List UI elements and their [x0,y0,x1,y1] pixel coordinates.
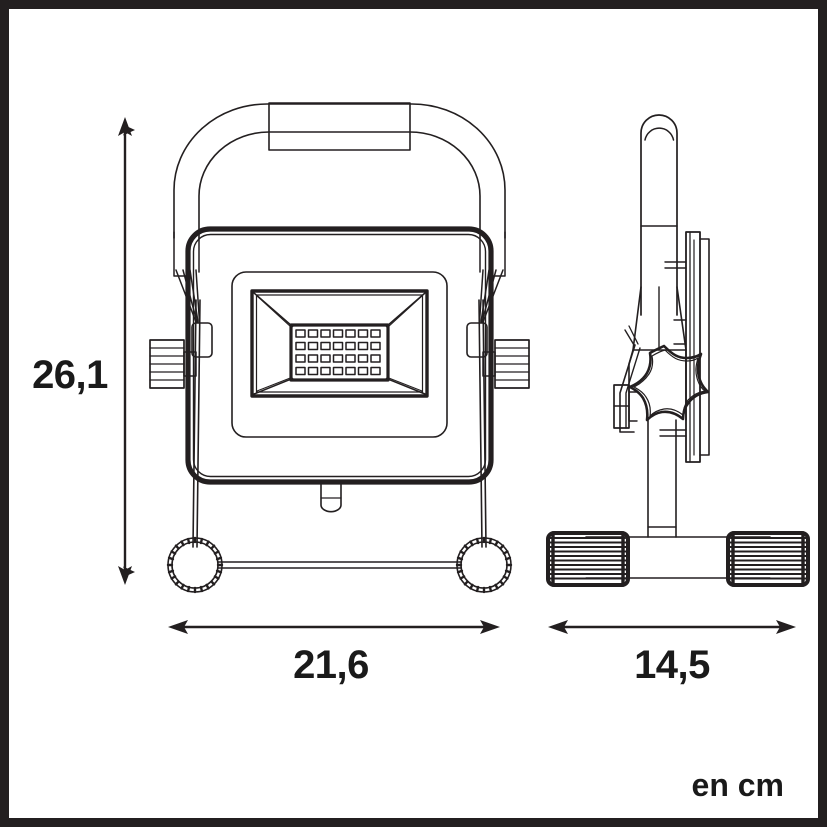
mount-lug-right [466,322,488,358]
dimension-width-front-label: 21,6 [293,643,369,687]
unit-note: en cm [692,767,784,803]
bottom-connector [320,481,342,513]
side-hex-nut [613,384,638,429]
side-view [546,114,810,587]
dimension-width-side: 14,5 [548,620,796,687]
led-plate [289,323,390,382]
reflector [250,289,429,398]
wheel-axle [217,561,462,569]
side-pivot-arm [619,325,641,433]
side-lamp-body [685,231,710,463]
lamp-body-outer [185,226,494,485]
wheel-left [166,536,224,594]
dimension-height: 26,1 [32,117,135,585]
star-knob [628,344,710,422]
carry-handle [173,102,506,239]
mount-lug-left [191,322,213,358]
dimension-height-label: 26,1 [32,353,108,397]
handle-grip [268,102,411,151]
lamp-bezel [231,271,448,438]
adjust-knob-left [149,339,197,389]
dimension-width-side-label: 14,5 [634,643,710,687]
side-support-column [647,419,677,538]
side-handle-tube [640,114,678,316]
side-foot-left [546,531,630,587]
dimension-width-front: 21,6 [168,620,500,687]
side-foot-right [726,531,810,587]
stand-legs [192,299,487,548]
side-bracket-detail [659,261,687,437]
adjust-knob-right [482,339,530,389]
front-view [149,102,530,594]
led-grid [295,329,381,376]
wheel-right [455,536,513,594]
